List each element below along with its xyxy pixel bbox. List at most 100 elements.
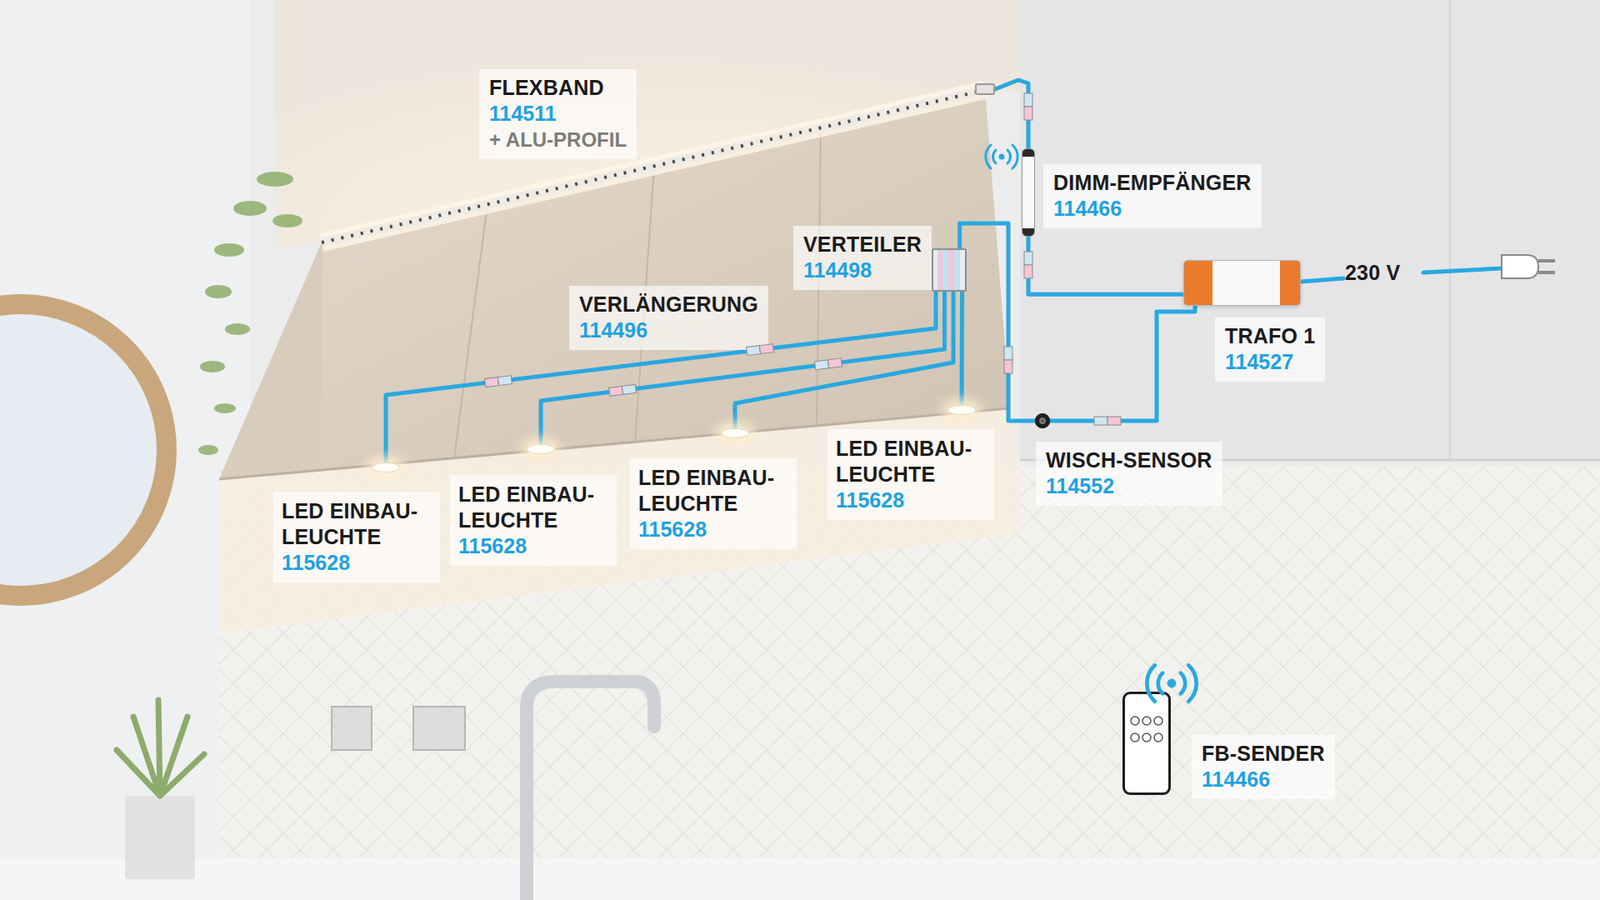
leaf xyxy=(256,171,294,187)
remote-button xyxy=(1130,716,1140,725)
part-name: LED EINBAU- LEUCHTE xyxy=(458,481,609,534)
plug-half xyxy=(608,385,623,396)
wireless-arc xyxy=(1180,673,1185,695)
voltage-label: 230 V xyxy=(1345,260,1400,286)
transformer-box: TRAFO 1114527 xyxy=(1183,260,1301,306)
plug-half xyxy=(1024,93,1033,107)
plug-half xyxy=(827,358,842,369)
plug-half xyxy=(621,384,636,395)
part-number: 115628 xyxy=(458,533,609,560)
wireless-arc xyxy=(1188,665,1197,701)
wireless-arc xyxy=(1007,150,1010,164)
led-strip-chips xyxy=(321,90,982,243)
plug-half xyxy=(485,377,500,388)
voltage-tag: 230 V xyxy=(1345,260,1400,286)
wireless-arc xyxy=(1158,673,1163,695)
label-panel: FB-SENDER114466 xyxy=(1191,735,1335,800)
leaf xyxy=(198,445,219,455)
plant-pot xyxy=(125,795,195,880)
part-name: WISCH-SENSOR xyxy=(1045,447,1213,474)
leaf xyxy=(233,200,267,216)
plug-half xyxy=(1024,265,1033,279)
part-name: DIMM-EMPFÄNGER xyxy=(1053,170,1252,196)
label-panel: FLEXBAND114511+ ALU-PROFIL xyxy=(479,69,637,160)
remote-control: FB-SENDER114466 xyxy=(1122,691,1171,795)
extension-connector xyxy=(746,344,775,356)
recessed-light: LED EINBAU- LEUCHTE115628 xyxy=(720,428,750,439)
leaf xyxy=(225,323,250,335)
extension-connector xyxy=(608,384,636,396)
remote-button xyxy=(1154,733,1163,742)
wireless-arc xyxy=(993,150,996,164)
label-panel: DIMM-EMPFÄNGER114466 xyxy=(1043,164,1262,229)
plug-half xyxy=(497,375,512,386)
leaf xyxy=(272,214,303,228)
remote-button xyxy=(1142,733,1151,742)
plug-half xyxy=(1024,251,1033,265)
remote-button xyxy=(1130,733,1140,742)
plug-body xyxy=(1501,255,1539,279)
part-name: FB-SENDER xyxy=(1201,740,1325,767)
strip-end-cap: FLEXBAND114511+ ALU-PROFIL xyxy=(975,83,995,95)
led-strip xyxy=(321,90,982,243)
mains-plug xyxy=(1501,255,1555,279)
right-cabinets xyxy=(1020,0,1600,460)
label-panel: TRAFO 1114527 xyxy=(1215,317,1325,382)
part-name: FLEXBAND xyxy=(489,75,627,101)
label-panel: VERLÄNGERUNG114496 xyxy=(569,285,769,350)
part-number: 114466 xyxy=(1201,766,1325,793)
cabinet-side xyxy=(219,242,322,480)
plug-half xyxy=(1024,106,1033,120)
upper-cabinet xyxy=(219,90,1010,480)
plug-half xyxy=(1094,416,1108,425)
countertop xyxy=(0,858,1600,900)
hanging-plant xyxy=(198,171,303,455)
leaf xyxy=(205,285,232,299)
remote-button xyxy=(1154,716,1163,725)
distributor-block: VERTEILER114498 xyxy=(931,248,967,292)
part-name: VERTEILER xyxy=(803,231,922,258)
potted-plant xyxy=(116,700,205,796)
wireless-arc xyxy=(985,145,991,169)
cabinet-seam xyxy=(1449,0,1451,460)
wall-socket xyxy=(413,706,465,750)
wireless-arc xyxy=(1012,145,1018,169)
part-number: 114552 xyxy=(1045,473,1213,500)
cable xyxy=(995,80,1029,149)
plug-half xyxy=(759,344,774,355)
recessed-light: LED EINBAU- LEUCHTE115628 xyxy=(526,444,555,455)
extension-connector xyxy=(814,358,842,370)
part-number: 114466 xyxy=(1053,195,1252,222)
part-name: LED EINBAU- LEUCHTE xyxy=(835,435,986,488)
label-panel: VERTEILER114498 xyxy=(793,225,932,290)
wireless-symbol xyxy=(985,145,1018,169)
cable xyxy=(1028,236,1184,295)
leaf xyxy=(200,360,225,373)
part-number: 115628 xyxy=(638,516,789,543)
leaf xyxy=(214,403,236,414)
remote-button xyxy=(1142,716,1151,725)
part-name: VERLÄNGERUNG xyxy=(579,291,759,318)
cable xyxy=(960,291,965,405)
round-mirror xyxy=(0,304,167,596)
plug-prong xyxy=(1538,259,1555,263)
plug-prong xyxy=(1538,270,1555,275)
cabinet-seam xyxy=(454,205,488,459)
mains-wire xyxy=(1423,268,1502,273)
cable xyxy=(540,291,945,445)
wire-connector xyxy=(1004,346,1013,374)
part-number: 114498 xyxy=(803,257,922,284)
cable xyxy=(1050,305,1195,421)
part-name: LED EINBAU- LEUCHTE xyxy=(281,498,432,550)
wireless-dot xyxy=(1167,679,1177,689)
part-number: 114527 xyxy=(1225,349,1315,375)
recessed-light: LED EINBAU- LEUCHTE115628 xyxy=(371,462,400,473)
part-number: 114511 xyxy=(489,100,627,127)
wireless-symbol xyxy=(1146,665,1196,701)
wire-connector xyxy=(1024,251,1033,279)
recessed-light: LED EINBAU- LEUCHTE115628 xyxy=(947,405,976,415)
